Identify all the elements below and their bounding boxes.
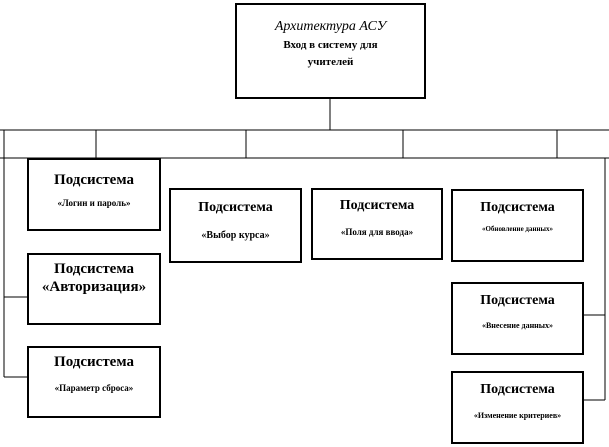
subsystem-label: «Внесение данных»	[481, 321, 554, 331]
subsystem-login-password: Подсистема «Логин и пароль»	[27, 158, 161, 231]
subsystem-label: «Авторизация»	[41, 279, 147, 296]
root-line-1: Вход в систему для	[283, 39, 378, 52]
root-node-architecture: Архитектура АСУ Вход в систему для учите…	[235, 3, 426, 99]
subsystem-title: Подсистема	[480, 200, 555, 215]
subsystem-input-fields: Подсистема «Поля для ввода»	[311, 188, 443, 260]
subsystem-title: Подсистема	[339, 198, 415, 213]
subsystem-label: «Параметр сброса»	[54, 383, 134, 394]
subsystem-course-selection: Подсистема «Выбор курса»	[169, 188, 302, 263]
root-title: Архитектура АСУ	[274, 19, 387, 34]
subsystem-label: «Выбор курса»	[201, 230, 270, 242]
subsystem-title: Подсистема	[54, 172, 134, 188]
subsystem-label: «Поля для ввода»	[340, 227, 414, 238]
subsystem-title: Подсистема	[54, 354, 134, 370]
subsystem-title: Подсистема	[198, 200, 273, 215]
subsystem-label: «Обновление данных»	[481, 225, 554, 234]
subsystem-data-entry: Подсистема «Внесение данных»	[451, 282, 584, 355]
subsystem-criteria-change: Подсистема «Изменение критериев»	[451, 371, 584, 444]
subsystem-reset-parameter: Подсистема «Параметр сброса»	[27, 346, 161, 418]
subsystem-title: Подсистема	[480, 382, 555, 397]
subsystem-authorization: Подсистема «Авторизация»	[27, 253, 161, 325]
subsystem-label: «Изменение критериев»	[473, 411, 562, 421]
subsystem-title: Подсистема	[480, 293, 555, 308]
subsystem-label: «Логин и пароль»	[57, 198, 131, 209]
root-line-2: учителей	[307, 55, 354, 68]
subsystem-title: Подсистема	[54, 261, 134, 277]
subsystem-data-update: Подсистема «Обновление данных»	[451, 189, 584, 262]
